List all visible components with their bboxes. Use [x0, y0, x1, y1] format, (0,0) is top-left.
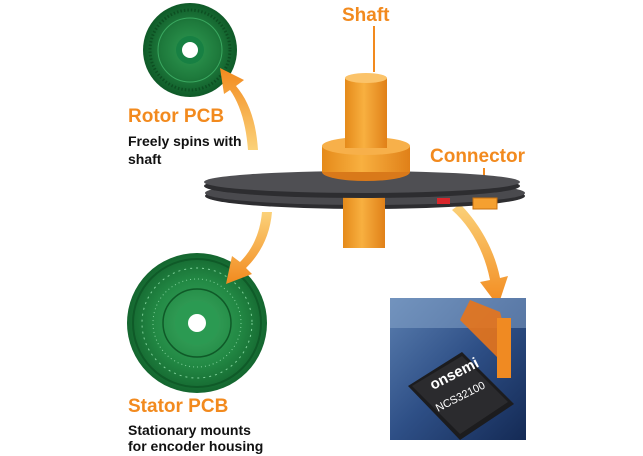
rotor-arrow-icon: [220, 68, 258, 150]
connector-block: [472, 197, 498, 210]
connector-label: Connector: [430, 146, 525, 167]
rotor-pcb-title: Rotor PCB: [128, 106, 225, 127]
connector-arrow-icon: [452, 204, 508, 306]
stator-arrow-icon: [226, 212, 272, 284]
rotor-pcb-desc-2: shaft: [128, 151, 162, 167]
shaft-label: Shaft: [342, 5, 390, 26]
chip-photo: [390, 298, 526, 440]
rotor-pcb-desc-1: Freely spins with: [128, 133, 242, 149]
rotor-pcb-image: [143, 3, 237, 97]
stator-pcb-desc-1: Stationary mounts: [128, 422, 251, 438]
shaft-body: [345, 73, 387, 148]
rotor-disc: [204, 171, 520, 198]
stator-pcb-image: [127, 253, 267, 393]
stator-pcb-title: Stator PCB: [128, 396, 229, 417]
stator-pcb-desc-2: for encoder housing: [128, 438, 264, 454]
red-connector: [437, 198, 450, 204]
shaft-lower: [343, 196, 385, 248]
